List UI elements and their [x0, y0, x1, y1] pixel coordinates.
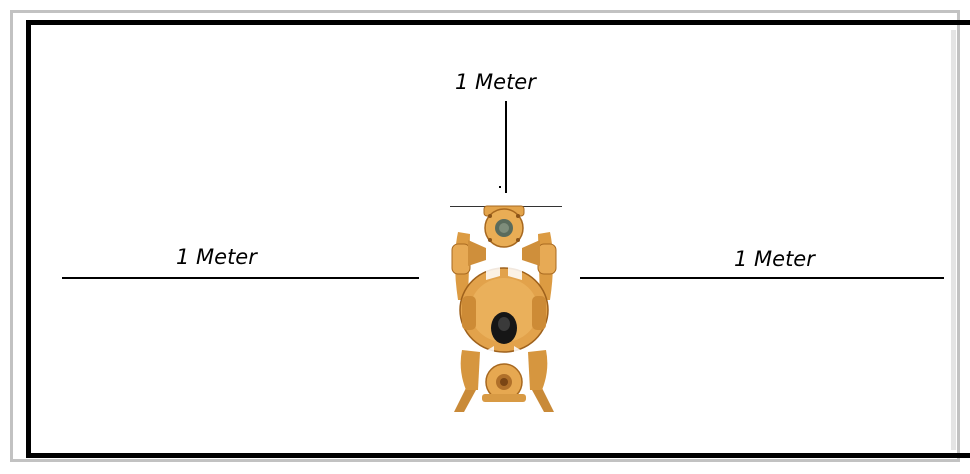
right-edge-shade	[951, 30, 956, 450]
top-distance-line	[505, 101, 507, 193]
right-distance-label: 1 Meter	[734, 247, 815, 271]
inner-frame	[26, 20, 970, 458]
top-distance-label: 1 Meter	[455, 70, 536, 94]
dot-mark	[499, 186, 501, 188]
diaphragm-pump-icon	[451, 205, 557, 412]
left-distance-label: 1 Meter	[176, 245, 257, 269]
left-distance-line	[62, 277, 419, 279]
right-distance-line	[580, 277, 944, 279]
outer-frame	[10, 10, 960, 462]
